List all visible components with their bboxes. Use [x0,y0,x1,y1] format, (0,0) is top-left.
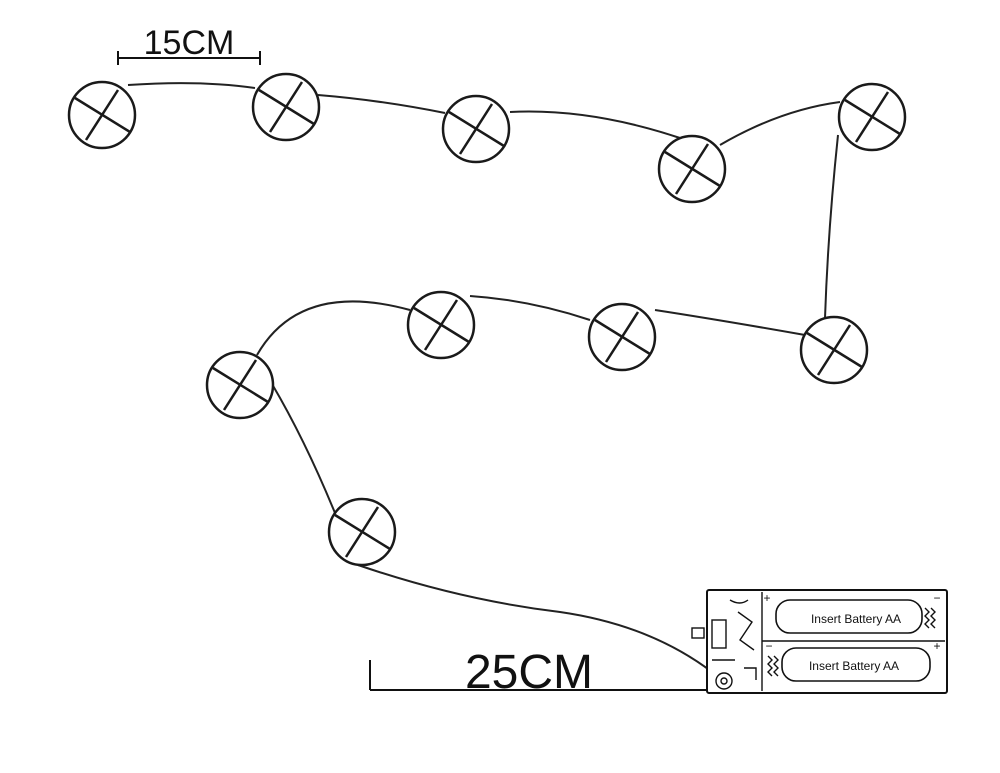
bulb [799,315,869,385]
minus-sign: − [933,591,940,605]
spacing-dimension: 15CM [117,24,261,65]
bulb [406,290,476,360]
bulb [837,82,907,152]
battery-cell: Insert Battery AA − + [765,639,941,682]
bulb [67,80,137,150]
plus-sign: + [763,591,770,605]
bulb [205,350,275,420]
minus-sign: − [765,639,772,653]
bulb [587,302,657,372]
bulb [657,134,727,204]
bulb [251,72,321,142]
plus-sign: + [933,639,940,653]
bulb [327,497,397,567]
battery-box: Insert Battery AA + − Insert Battery AA … [691,589,948,694]
battery-slot-label: Insert Battery AA [811,612,901,626]
bulb [441,94,511,164]
wire-path [127,82,841,673]
battery-slot-label: Insert Battery AA [809,659,899,673]
lead-dimension: 25CM [369,646,710,699]
battery-cell: Insert Battery AA + − [763,591,941,634]
spacing-label: 15CM [144,24,235,62]
bulb-cross [84,89,120,141]
switch-area [691,599,757,690]
lead-label: 25CM [465,646,593,699]
